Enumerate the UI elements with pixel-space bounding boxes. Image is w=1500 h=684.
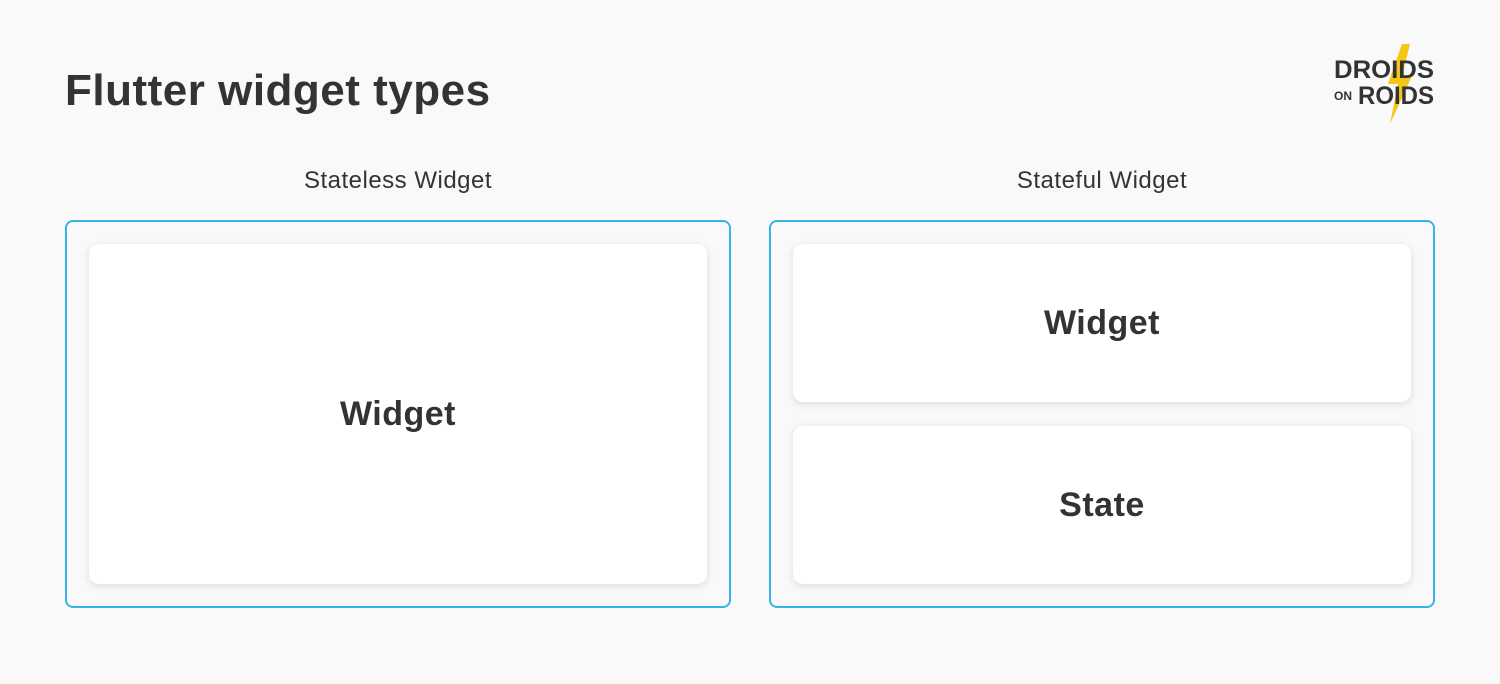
logo-line2-right: ROIDS xyxy=(1358,82,1434,110)
stateless-widget-card-label: Widget xyxy=(339,394,456,433)
stateless-widget-card: Widget xyxy=(89,244,707,584)
state-card: State xyxy=(793,426,1411,584)
state-card-label: State xyxy=(1059,485,1145,524)
page-title: Flutter widget types xyxy=(65,66,491,115)
stateful-widget-label: Stateful Widget xyxy=(1016,167,1188,194)
logo-line2-left: ON xyxy=(1334,89,1352,103)
stateless-widget-frame: Widget xyxy=(65,220,731,608)
stateful-widget-card: Widget xyxy=(793,244,1411,402)
logo-line1: DROIDS xyxy=(1334,56,1434,84)
stateful-widget-frame: Widget State xyxy=(769,220,1435,608)
lightning-bolt-icon xyxy=(1388,44,1412,124)
stateful-widget-card-label: Widget xyxy=(1043,303,1160,342)
droids-on-roids-logo: DROIDS ON ROIDS xyxy=(1334,44,1434,124)
stateless-widget-label: Stateless Widget xyxy=(303,167,493,194)
